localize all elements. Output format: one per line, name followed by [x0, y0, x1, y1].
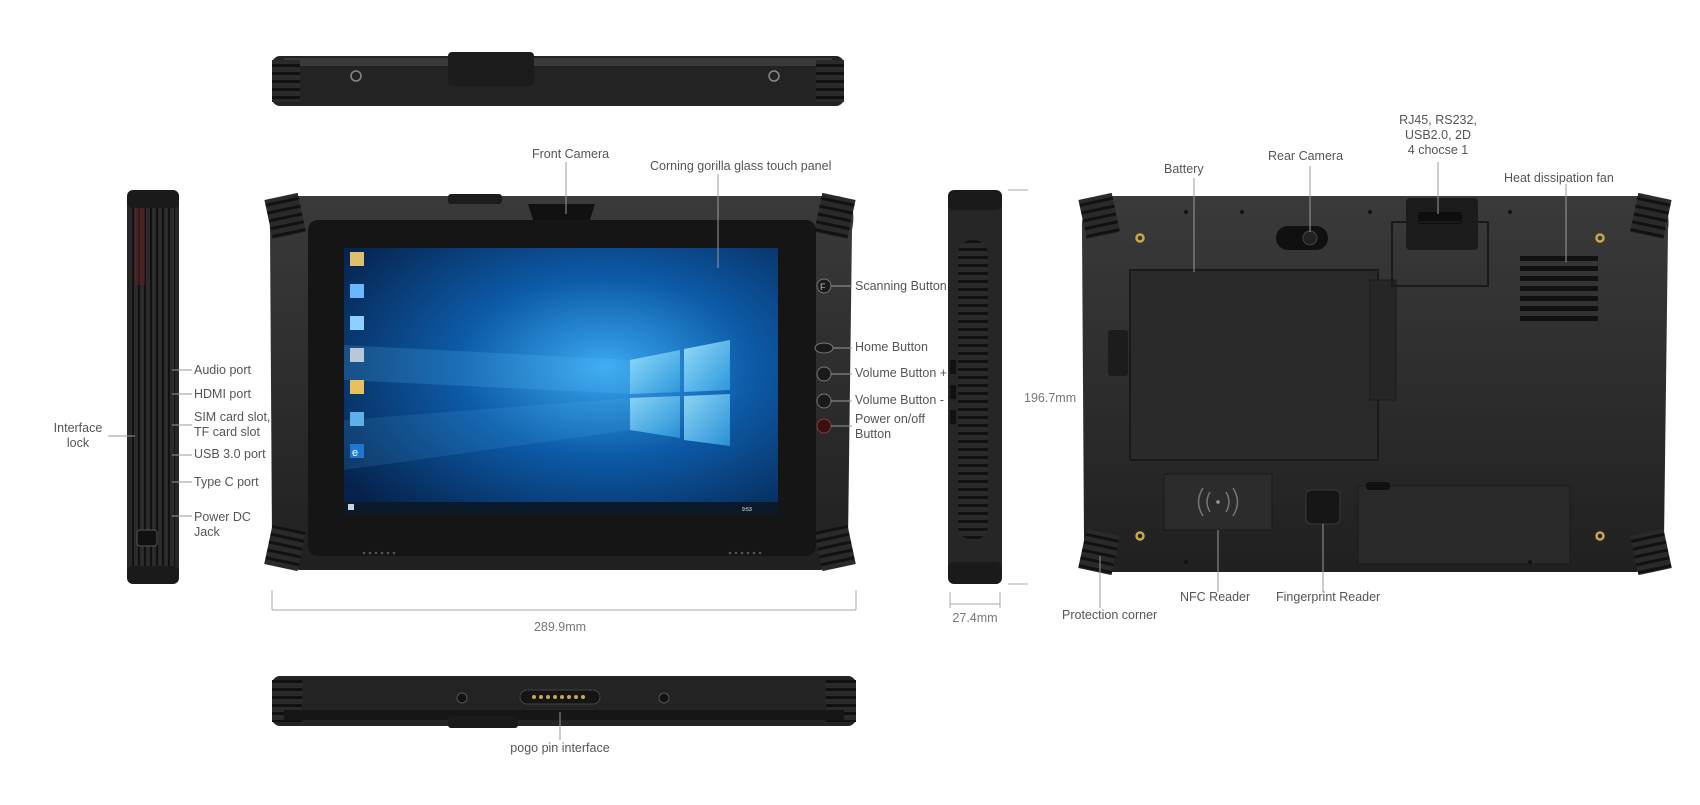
rj45-label-3: 4 chocse 1: [1407, 143, 1469, 157]
volume-down-label: Volume Button -: [855, 393, 944, 407]
power-button-label-2: Button: [855, 427, 892, 441]
dc-jack-label-2: Jack: [194, 525, 220, 539]
width-dimension: 289.9mm: [533, 620, 587, 634]
front-camera-label: Front Camera: [532, 147, 610, 161]
front-view: e 9:53 F: [264, 162, 857, 611]
edge-letter: e: [352, 447, 358, 459]
volume-up-label: Volume Button +: [855, 366, 948, 380]
typec-port-label: Type C port: [194, 475, 259, 489]
hdmi-port-label: HDMI port: [194, 387, 251, 401]
scanning-button-label: Scanning Button: [855, 279, 947, 293]
taskbar: [344, 502, 778, 514]
rj45-label-2: USB2.0, 2D: [1404, 128, 1471, 142]
interface-lock-label-2: lock: [66, 436, 90, 450]
left-side-view: [108, 190, 192, 584]
protection-corner-label: Protection corner: [1062, 608, 1158, 622]
battery-label: Battery: [1164, 162, 1204, 176]
home-button-label: Home Button: [855, 340, 928, 354]
windows-logo-icon: [344, 340, 730, 470]
pogo-pin-label: pogo pin interface: [510, 741, 610, 755]
power-button-label-1: Power on/off: [855, 412, 925, 426]
svg-text:F: F: [820, 282, 826, 292]
back-view: [1078, 162, 1672, 608]
dc-jack-label-1: Power DC: [194, 510, 251, 524]
heat-fan-grille: [1520, 256, 1598, 321]
interface-lock-label-1: Interface: [53, 421, 103, 435]
rj45-label-1: RJ45, RS232,: [1399, 113, 1477, 127]
top-edge-view: [272, 52, 844, 106]
fingerprint-icon: [1305, 489, 1341, 525]
bottom-edge-view: [272, 676, 856, 740]
nfc-reader-label: NFC Reader: [1180, 590, 1251, 604]
audio-port-label: Audio port: [194, 363, 251, 377]
touch-panel-label: Corning gorilla glass touch panel: [650, 159, 832, 173]
height-dimension: 196.7mm: [1024, 391, 1077, 405]
desktop-icons: [350, 252, 364, 458]
taskbar-time: 9:53: [742, 507, 752, 513]
sim-slot-label-2: TF card slot: [194, 425, 260, 439]
rear-camera-label: Rear Camera: [1268, 149, 1344, 163]
usb-port-label: USB 3.0 port: [194, 447, 266, 461]
depth-dimension: 27.4mm: [952, 611, 998, 625]
rear-camera-icon: [1276, 226, 1328, 250]
heat-fan-label: Heat dissipation fan: [1504, 171, 1614, 185]
sim-slot-label-1: SIM card slot,: [194, 410, 271, 424]
battery-panel: [1129, 269, 1379, 461]
right-side-view: [948, 189, 1028, 608]
fingerprint-reader-label: Fingerprint Reader: [1276, 590, 1381, 604]
